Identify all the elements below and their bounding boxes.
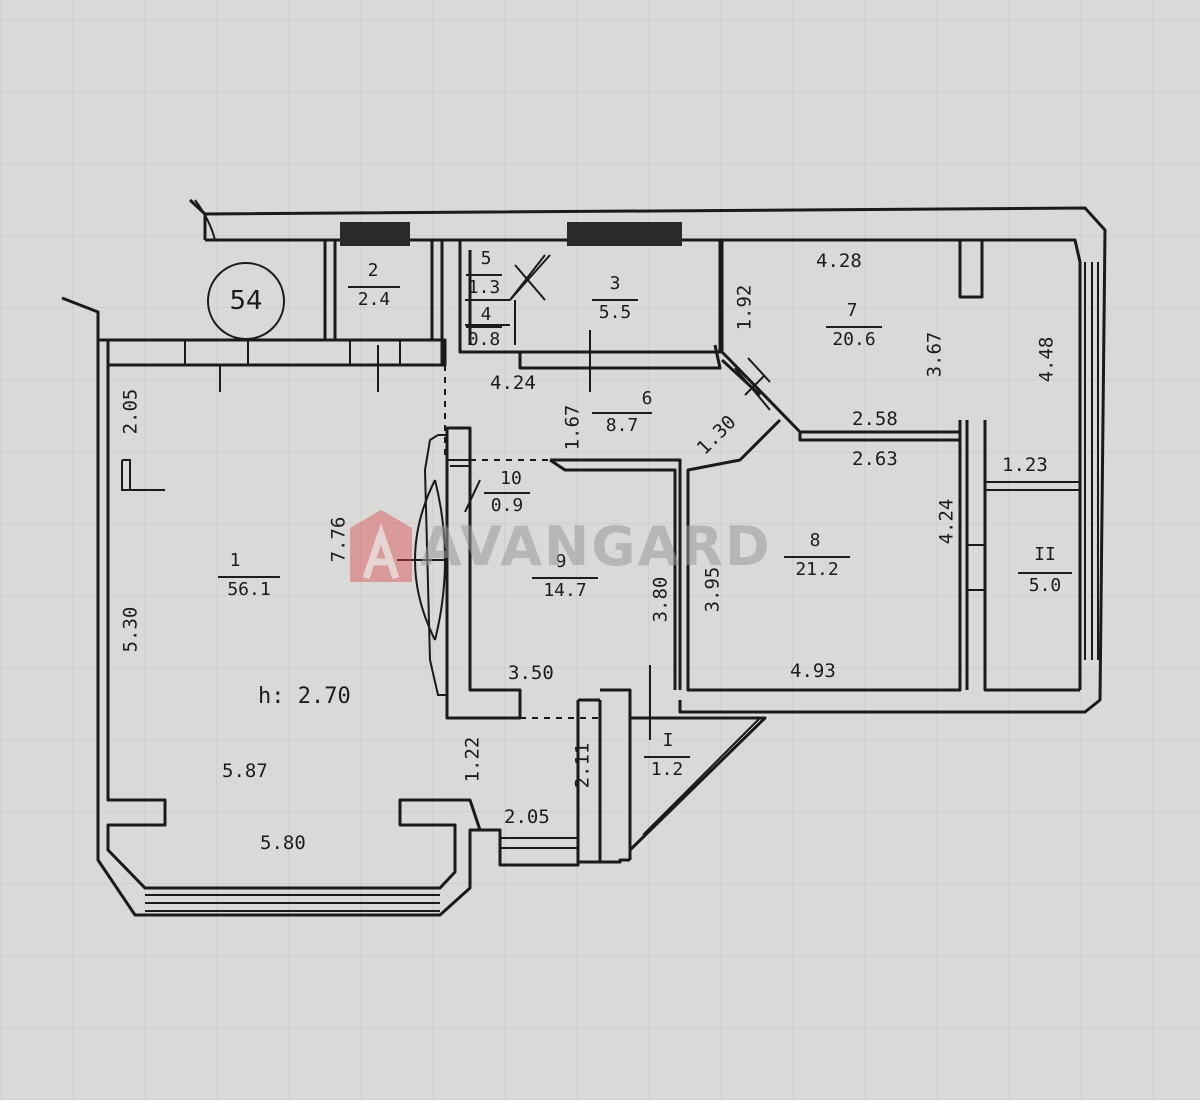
- room-2-area: 2.4: [348, 286, 400, 309]
- dim-1-22: 1.22: [461, 736, 484, 783]
- dim-7-76: 7.76: [327, 516, 350, 563]
- room-8-number: 8: [809, 530, 821, 551]
- dim-4-48: 4.48: [1035, 336, 1058, 383]
- outer-wall-top: [188, 198, 1107, 714]
- dim-1-67: 1.67: [561, 404, 584, 451]
- room-10-area: 0.9: [484, 492, 530, 515]
- room-II-number: II: [1034, 544, 1056, 565]
- vent-hatch-center: [567, 222, 682, 246]
- room-3-area: 5.5: [592, 299, 638, 322]
- room-8-area: 21.2: [784, 556, 850, 579]
- room-5-area: 1.3: [466, 274, 502, 297]
- room-3-number: 3: [609, 273, 621, 294]
- dim-2-11: 2.11: [571, 742, 594, 789]
- avangard-logo-icon: [348, 508, 414, 584]
- dim-4-93: 4.93: [790, 660, 836, 682]
- room-4-number: 4: [480, 304, 492, 325]
- dim-2-05-bottom: 2.05: [504, 806, 550, 828]
- watermark-text: AVANGARD: [420, 514, 772, 578]
- dim-2-05-left: 2.05: [119, 388, 142, 435]
- dim-5-80: 5.80: [260, 832, 306, 854]
- window-bottom: [145, 894, 440, 912]
- unit-number-badge: 54: [207, 262, 285, 340]
- vent-hatch-left: [340, 222, 410, 246]
- dim-4-24: 4.24: [490, 372, 536, 394]
- dim-2-63: 2.63: [852, 448, 898, 470]
- ceiling-height: h: 2.70: [258, 684, 351, 709]
- room-10-number: 10: [500, 468, 522, 489]
- room-9-number: 9: [555, 551, 567, 572]
- room-9-area: 14.7: [532, 577, 598, 600]
- dim-1-92: 1.92: [733, 284, 756, 331]
- dim-4-28: 4.28: [816, 250, 862, 272]
- room-7-number: 7: [846, 300, 858, 321]
- arch-niche: [397, 479, 446, 641]
- room-I-number: I: [662, 730, 674, 751]
- room-I-area: 1.2: [644, 756, 690, 779]
- room-7-area: 20.6: [826, 326, 882, 349]
- room-II-area: 5.0: [1018, 572, 1072, 595]
- room-2-number: 2: [367, 260, 379, 281]
- dim-4-24-right: 4.24: [935, 498, 958, 545]
- room-1-area: 56.1: [218, 576, 280, 599]
- dim-1-23: 1.23: [1002, 454, 1048, 476]
- room-1-number: 1: [229, 550, 241, 571]
- dim-5-87: 5.87: [222, 760, 268, 782]
- dim-2-58: 2.58: [852, 408, 898, 430]
- dim-5-30: 5.30: [119, 606, 142, 653]
- dim-3-67: 3.67: [923, 331, 946, 378]
- dim-3-50: 3.50: [508, 662, 554, 684]
- avangard-watermark: AVANGARD: [348, 508, 772, 584]
- room-6-number: 6: [641, 388, 653, 409]
- room-5-number: 5: [480, 248, 492, 269]
- balcony-window-right: [1084, 262, 1099, 660]
- room-6-area: 8.7: [592, 412, 652, 435]
- outer-wall-left: [61, 296, 630, 917]
- room-4-area: 0.8: [466, 326, 502, 349]
